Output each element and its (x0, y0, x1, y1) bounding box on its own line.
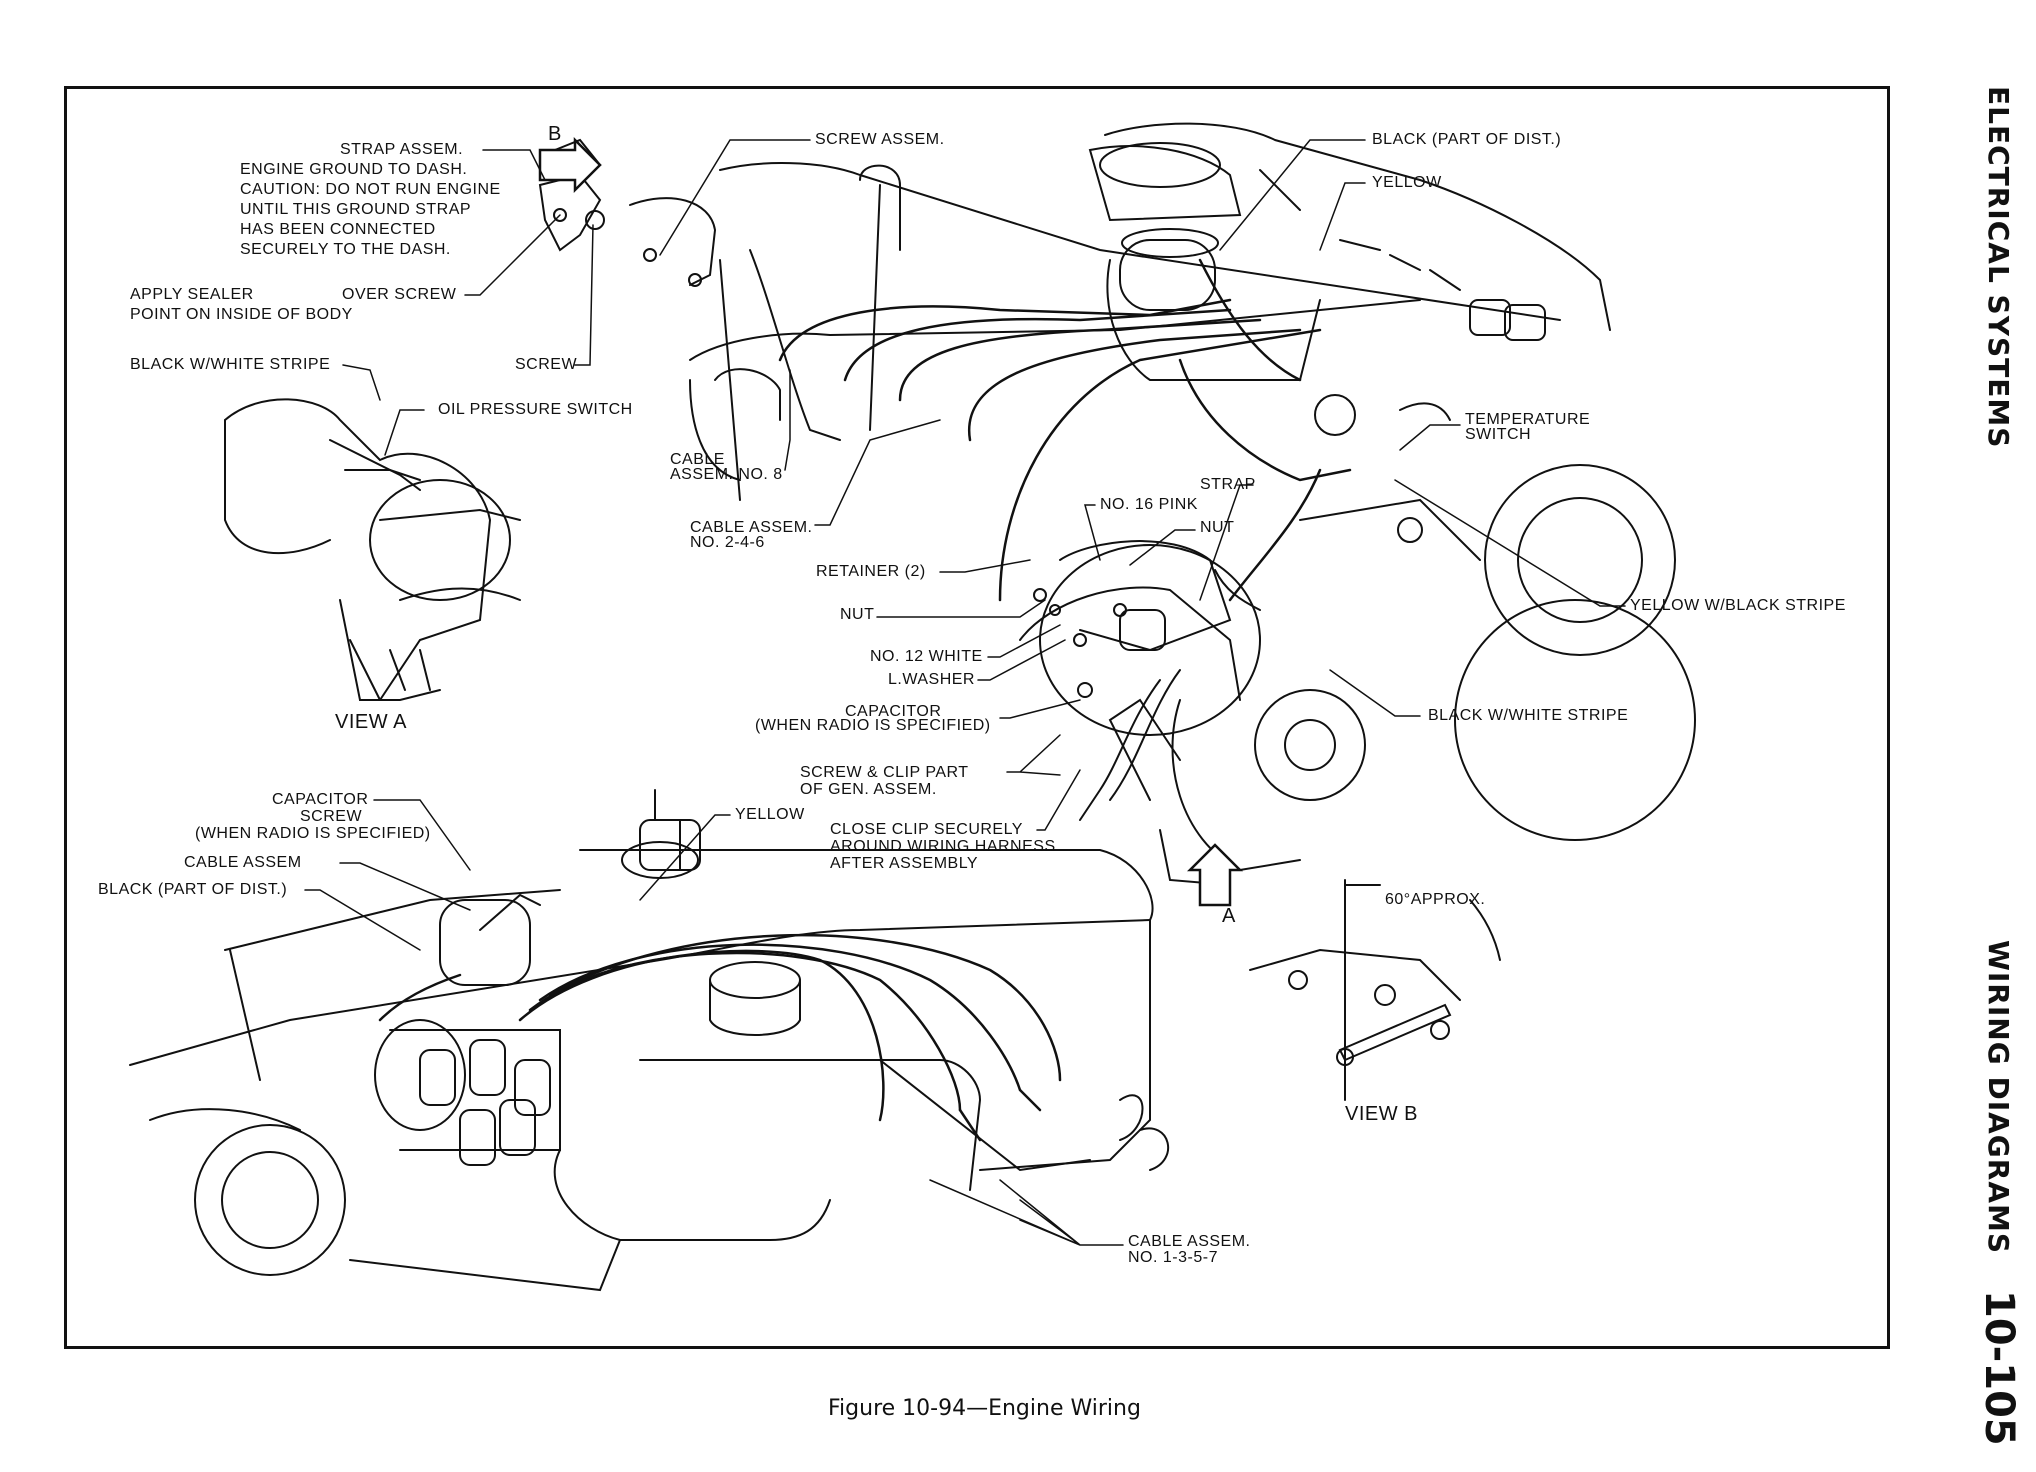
label-securely-dash: SECURELY TO THE DASH. (240, 241, 451, 258)
label-l-washer: L.WASHER (888, 671, 975, 688)
label-black-white-stripe-top: BLACK W/WHITE STRIPE (130, 356, 331, 373)
figure-caption: Figure 10-94—Engine Wiring (828, 1396, 1141, 1421)
view-b-drawing (1249, 879, 1501, 1101)
subsection-title: WIRING DIAGRAMS (1982, 940, 2015, 1255)
label-yellow-top: YELLOW (1372, 174, 1442, 191)
label-cable-8-b: ASSEM. NO. 8 (670, 466, 783, 483)
upper-ignition-wires (778, 258, 1352, 602)
upper-engine-drawing (689, 122, 1696, 886)
label-sixty-approx: 60°APPROX. (1385, 891, 1486, 908)
label-nut-upper: NUT (1200, 519, 1235, 536)
label-yellow-low: YELLOW (735, 806, 805, 823)
label-apply-sealer: APPLY SEALER (130, 286, 254, 303)
page-number: 10-105 (1976, 1290, 2022, 1446)
label-capacitor-low: CAPACITOR (272, 791, 369, 808)
label-temperature: TEMPERATURE (1465, 411, 1591, 428)
label-screw-assem: SCREW ASSEM. (815, 131, 945, 148)
label-switch: SWITCH (1465, 426, 1532, 443)
label-when-radio-mid: (WHEN RADIO IS SPECIFIED) (755, 717, 991, 734)
leader-lines (304, 139, 1626, 1246)
label-when-radio-low: (WHEN RADIO IS SPECIFIED) (195, 825, 431, 842)
label-no12-white: NO. 12 WHITE (870, 648, 983, 665)
label-screw-top: SCREW (515, 356, 578, 373)
label-point-inside: POINT ON INSIDE OF BODY (130, 306, 353, 323)
lower-engine-drawing (129, 789, 1169, 1292)
label-black-white-stripe-right: BLACK W/WHITE STRIPE (1428, 707, 1629, 724)
label-yellow-black-stripe: YELLOW W/BLACK STRIPE (1630, 597, 1846, 614)
label-oil-pressure-switch: OIL PRESSURE SWITCH (438, 401, 633, 418)
label-strap: STRAP (1200, 476, 1256, 493)
view-a-drawing (224, 398, 521, 701)
label-close-clip: CLOSE CLIP SECURELY (830, 821, 1023, 838)
lower-ignition-wires (378, 933, 1062, 1142)
label-after-assembly: AFTER ASSEMBLY (830, 855, 979, 872)
label-cable-246-b: NO. 2-4-6 (690, 534, 765, 551)
label-view-b: VIEW B (1345, 1103, 1419, 1125)
label-screw-clip: SCREW & CLIP PART (800, 764, 969, 781)
generator-detail (1033, 540, 1261, 821)
label-capacitor-mid: CAPACITOR (845, 703, 942, 720)
label-over-screw: OVER SCREW (342, 286, 457, 303)
label-black-part-dist-top: BLACK (PART OF DIST.) (1372, 131, 1562, 148)
label-arrow-b: B (548, 123, 562, 145)
label-until-ground: UNTIL THIS GROUND STRAP (240, 201, 472, 218)
label-cable-1357-b: NO. 1-3-5-7 (1128, 1249, 1218, 1266)
label-nut-lower: NUT (840, 606, 875, 623)
label-screw-low: SCREW (300, 808, 363, 825)
label-cable-1357-a: CABLE ASSEM. (1128, 1233, 1251, 1250)
section-title: ELECTRICAL SYSTEMS (1982, 86, 2015, 449)
label-of-gen: OF GEN. ASSEM. (800, 781, 937, 798)
figure-frame (64, 86, 1890, 1349)
label-strap-assem: STRAP ASSEM. (340, 141, 464, 158)
label-has-been: HAS BEEN CONNECTED (240, 221, 436, 238)
label-retainer: RETAINER (2) (816, 563, 926, 580)
label-around-harness: AROUND WIRING HARNESS (830, 838, 1056, 855)
label-caution: CAUTION: DO NOT RUN ENGINE (240, 181, 501, 198)
label-view-a: VIEW A (335, 711, 407, 733)
label-cable-8-a: CABLE (670, 451, 725, 468)
label-no16-pink: NO. 16 PINK (1100, 496, 1198, 513)
arrow-a-icon (1186, 843, 1244, 907)
label-cable-246-a: CABLE ASSEM. (690, 519, 813, 536)
label-black-part-dist-low: BLACK (PART OF DIST.) (98, 881, 288, 898)
label-engine-ground: ENGINE GROUND TO DASH. (240, 161, 468, 178)
label-cable-assem-low: CABLE ASSEM (184, 854, 302, 871)
arrow-b-icon (538, 136, 602, 194)
label-arrow-a: A (1222, 905, 1236, 927)
lower-distributor-drawing (374, 893, 561, 1166)
